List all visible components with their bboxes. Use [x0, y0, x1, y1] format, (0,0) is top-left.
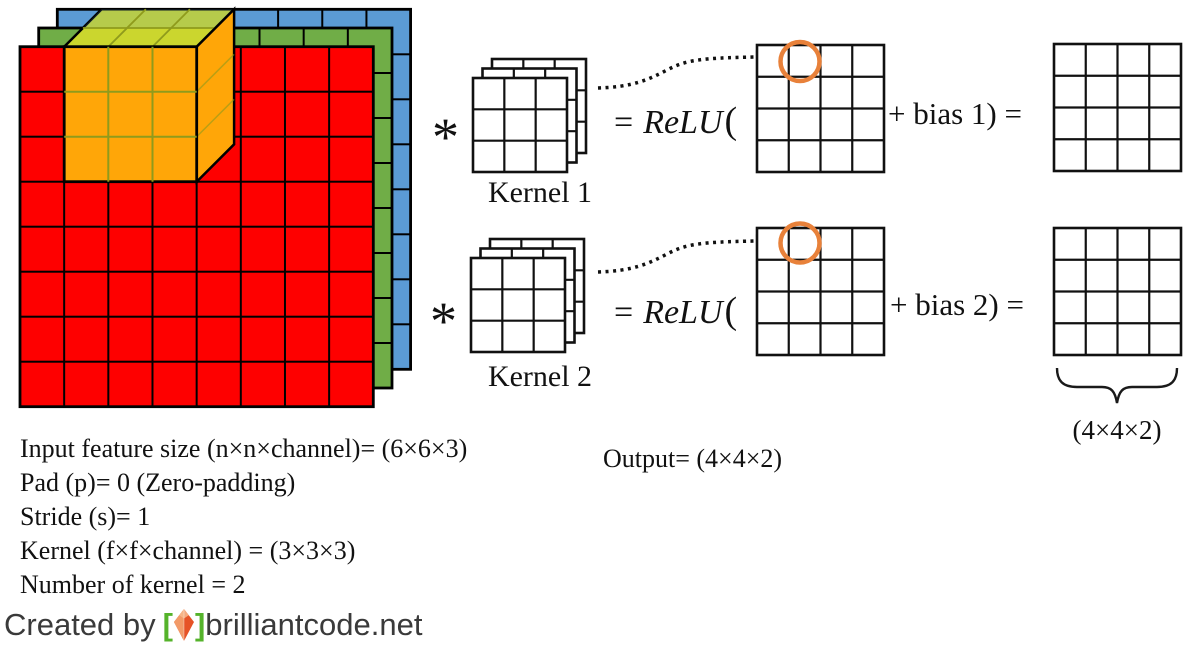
- footer-prefix: Created by: [4, 607, 156, 642]
- brilliantcode-diamond-icon: [173, 609, 194, 641]
- open-paren-2: (: [724, 290, 738, 332]
- relu-expression-2: =ReLU(: [614, 290, 737, 334]
- footer-site: brilliantcode.net: [205, 607, 423, 642]
- output-shape-label: (4×4×2): [1072, 415, 1162, 445]
- relu-expression-1: =ReLU(: [614, 100, 737, 144]
- highlight-circle-1: [778, 39, 822, 84]
- param-kernel-count: Number of kernel = 2: [20, 570, 246, 599]
- kernel2-label: Kernel 2: [487, 360, 593, 393]
- equals-sign-2: =: [614, 294, 634, 331]
- convolution-operator-1: *: [432, 107, 459, 167]
- param-stride: Stride (s)= 1: [20, 502, 151, 531]
- param-kernel-size: Kernel (f×f×channel) = (3×3×3): [20, 536, 356, 565]
- convolution-operator-2: *: [430, 291, 457, 351]
- highlight-circle-2: [778, 221, 822, 265]
- relu-text-2: ReLU: [643, 294, 723, 331]
- bias2-text: + bias 2) =: [890, 287, 1024, 322]
- output-underbrace: [1055, 367, 1179, 404]
- parameter-list: Input feature size (n×n×channel)= (6×6×3…: [20, 432, 467, 602]
- dotted-arrow-1: [597, 50, 771, 90]
- relu-text-1: ReLU: [643, 104, 723, 141]
- kernel1-label: Kernel 1: [487, 176, 593, 209]
- bias1-text: + bias 1) =: [888, 96, 1022, 131]
- footer-bracket-open: [: [162, 607, 173, 642]
- output-grid-1: [1052, 42, 1183, 173]
- open-paren-1: (: [724, 100, 738, 142]
- kernel1-stack: [471, 57, 588, 174]
- dotted-arrow-2: [597, 234, 771, 274]
- footer-bracket-close: ]: [194, 607, 206, 642]
- equals-sign-1: =: [614, 104, 634, 141]
- receptive-field-cube: [61, 6, 238, 185]
- footer-credit: Created by [ ] brilliantcode.net: [4, 607, 422, 643]
- param-input-size: Input feature size (n×n×channel)= (6×6×3…: [20, 434, 468, 463]
- output-size-label: Output= (4×4×2): [603, 444, 783, 473]
- kernel2-stack: [469, 237, 586, 354]
- output-grid-2: [1052, 226, 1183, 357]
- input-feature-stack: [18, 6, 412, 409]
- param-padding: Pad (p)= 0 (Zero-padding): [20, 468, 296, 497]
- cube-front-face: [62, 45, 199, 184]
